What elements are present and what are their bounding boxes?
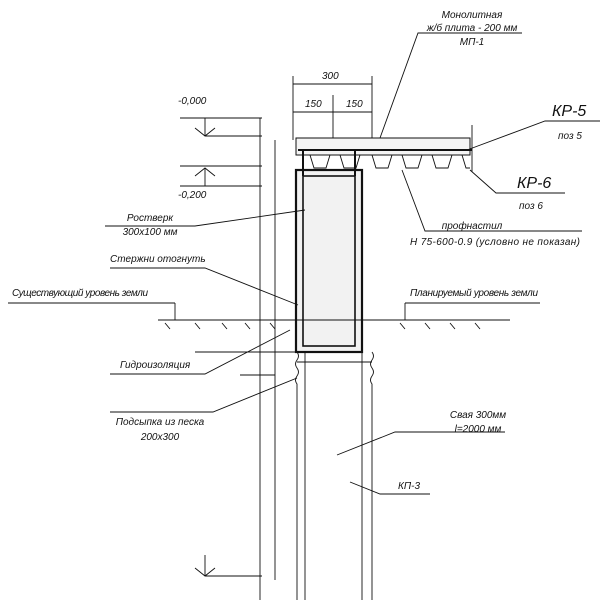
ground-line — [158, 303, 510, 330]
grillage — [294, 150, 364, 354]
bars-label: Стержни отогнуть — [110, 254, 206, 265]
leaders — [8, 32, 600, 495]
kp3-label: КП-3 — [398, 481, 420, 492]
level-marker-second: -0,200 — [178, 165, 262, 201]
sand-label-2: 200х300 — [140, 432, 180, 443]
level-marker-bottom — [194, 555, 262, 577]
deck-label-1: профнастил — [442, 220, 503, 232]
pile-label-1: Свая 300мм — [450, 410, 506, 421]
grillage-label-1: Ростверк — [127, 213, 175, 224]
pile-label-2: l=2000 мм — [455, 424, 502, 435]
deck-label-2: Н 75-600-0.9 (условно не показан) — [410, 237, 580, 248]
waterproofing-label: Гидроизоляция — [120, 360, 191, 371]
planned-ground-label: Планируемый уровень земли — [410, 288, 538, 299]
dim-right: 150 — [346, 99, 363, 110]
grillage-label-2: 300х100 мм — [123, 227, 178, 238]
kr6-mark: КР-6 — [517, 175, 551, 192]
pile — [295, 351, 374, 600]
sand-label-1: Подсыпка из песка — [116, 417, 205, 428]
kr5-pos: поз 5 — [558, 131, 582, 142]
dim-total: 300 — [322, 71, 339, 82]
existing-ground-label: Существующий уровень земли — [12, 288, 148, 299]
level-top-text: -0,000 — [178, 96, 207, 107]
level-marker-top: -0,000 — [178, 96, 262, 137]
kr5-mark: КР-5 — [552, 103, 586, 120]
slab-label-3: МП-1 — [460, 37, 484, 48]
level-second-text: -0,200 — [178, 190, 207, 201]
slab-label-1: Монолитная — [442, 10, 503, 21]
dimension-group: 300 150 150 — [292, 71, 373, 140]
dim-left: 150 — [305, 99, 322, 110]
kr6-pos: поз 6 — [519, 201, 543, 212]
slab-label-2: ж/б плита - 200 мм — [426, 22, 518, 34]
slab — [295, 125, 473, 172]
